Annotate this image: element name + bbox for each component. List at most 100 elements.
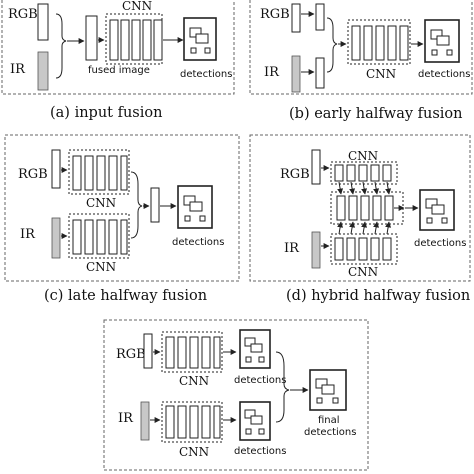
panel-b-caption: (b) early halfway fusion	[289, 106, 463, 122]
panel-c-detections-label: detections	[172, 237, 224, 248]
panel-e-cnn-layer	[165, 405, 175, 439]
panel-e-ir-label: IR	[118, 411, 134, 426]
panel-e-cnn-box-top	[161, 331, 223, 373]
panel-b-cnn-layer	[399, 25, 409, 61]
panel-d-rgb-input	[311, 149, 321, 185]
panel-b-detections-icon	[424, 19, 460, 63]
panel-b-rgb-input	[291, 3, 301, 33]
panel-b-rgb-layer	[315, 3, 325, 31]
panel-e-rgb-input	[143, 333, 153, 369]
panel-e-final-label-1: final	[318, 415, 340, 426]
panel-e-cnn-layer	[189, 405, 199, 439]
panel-e-cnn-label-bottom: CNN	[179, 445, 209, 459]
panel-d-fusion-layer	[348, 195, 358, 221]
panel-a-cnn-layer	[109, 19, 119, 61]
panel-e-detections-icon-top	[239, 329, 271, 369]
panel-d-ir-input	[311, 231, 321, 269]
panel-b-ir-input	[291, 55, 301, 93]
panel-a-ir-input	[37, 51, 49, 91]
panel-e-rgb-label: RGB	[116, 347, 146, 362]
panel-e-cnn-label-top: CNN	[179, 374, 209, 388]
panel-c-cnn-layer	[72, 155, 82, 191]
panel-b-ir-layer	[315, 57, 325, 89]
panel-e-cnn-layer	[201, 336, 211, 369]
panel-d-cnn-layer	[334, 164, 344, 182]
panel-e-cnn-layer	[213, 405, 221, 439]
panel-b-cnn-layer	[351, 25, 361, 61]
panel-d-frame	[249, 134, 471, 282]
panel-d-cnn-label-top: CNN	[348, 149, 378, 163]
panel-d-cnn-layer	[382, 237, 392, 261]
panel-d-cnn-layer	[370, 164, 380, 182]
panel-c-cnn-label-top: CNN	[86, 196, 116, 210]
panel-early-halfway-fusion: RGB IR CNN detections (b) early halfway …	[249, 0, 473, 122]
panel-e-brace	[275, 351, 290, 423]
panel-d-cnn-layer	[358, 164, 368, 182]
panel-d-cnn-box-bottom	[330, 233, 398, 265]
panel-a-caption: (a) input fusion	[50, 105, 162, 121]
panel-c-cnn-layer	[108, 219, 118, 255]
panel-c-detections-icon	[177, 185, 213, 229]
panel-e-frame	[103, 319, 369, 471]
panel-b-cnn-layer	[375, 25, 385, 61]
panel-e-final-detections-icon	[309, 369, 347, 411]
panel-b-frame	[249, 0, 473, 95]
panel-c-cnn-layer	[108, 155, 118, 191]
panel-d-cnn-layer	[370, 237, 380, 261]
panel-c-cnn-layer	[96, 219, 106, 255]
panel-e-detections-label-top: detections	[234, 375, 286, 386]
panel-c-cnn-box-top	[68, 149, 130, 195]
panel-d-ir-label: IR	[284, 241, 300, 256]
panel-c-cnn-layer	[84, 155, 94, 191]
panel-b-cnn-layer	[363, 25, 373, 61]
panel-c-cnn-layer	[120, 219, 128, 255]
panel-c-rgb-input	[51, 149, 61, 189]
panel-d-fusion-layer	[336, 195, 346, 221]
panel-a-cnn-layer	[131, 19, 141, 61]
panel-c-cnn-layer	[84, 219, 94, 255]
panel-a-cnn-layer	[120, 19, 130, 61]
panel-a-ir-label: IR	[10, 62, 26, 77]
panel-a-rgb-input	[37, 3, 49, 41]
panel-c-ir-input	[51, 217, 61, 259]
panel-d-rgb-label: RGB	[280, 167, 310, 182]
panel-c-ir-label: IR	[20, 227, 36, 242]
panel-b-rgb-label: RGB	[260, 7, 290, 22]
panel-c-cnn-box-bottom	[68, 213, 130, 259]
panel-input-fusion: RGB IR fused image CNN detections (a) in…	[1, 0, 235, 121]
panel-e-cnn-layer	[165, 336, 175, 369]
panel-a-brace	[55, 13, 67, 79]
panel-d-fusion-layer	[384, 195, 394, 221]
panel-a-detections-label: detections	[180, 69, 232, 80]
panel-c-caption: (c) late halfway fusion	[44, 288, 207, 304]
panel-d-cnn-label-bottom: CNN	[348, 265, 378, 279]
panel-d-cnn-layer	[358, 237, 368, 261]
panel-d-cnn-layer	[334, 237, 344, 261]
panel-c-cnn-layer	[72, 219, 82, 255]
panel-hybrid-halfway-fusion: RGB CNN IR	[249, 134, 471, 304]
panel-c-cnn-label-bottom: CNN	[86, 260, 116, 274]
panel-d-detections-label: detections	[414, 238, 466, 249]
panel-b-cnn-label: CNN	[366, 67, 396, 81]
panel-d-fusion-layer	[360, 195, 370, 221]
panel-b-cnn-layer	[387, 25, 397, 61]
panel-e-final-label-2: detections	[304, 427, 356, 438]
panel-c-rgb-label: RGB	[18, 167, 48, 182]
panel-b-ir-label: IR	[264, 65, 280, 80]
panel-e-cnn-layer	[213, 336, 221, 369]
panel-a-fused-block	[85, 15, 98, 61]
panel-c-frame	[4, 134, 240, 282]
panel-late-fusion: RGB CNN detections IR CNN	[103, 319, 369, 471]
panel-a-cnn-layer	[153, 19, 163, 61]
panel-c-brace	[130, 171, 143, 239]
panel-e-cnn-layer	[189, 336, 199, 369]
panel-b-cnn-box	[347, 19, 411, 65]
panel-d-cnn-layer	[346, 164, 356, 182]
panel-late-halfway-fusion: RGB CNN IR CNN detections (c) lat	[4, 134, 240, 304]
panel-c-fusion-layer	[150, 187, 160, 223]
panel-e-cnn-layer	[177, 336, 187, 369]
panel-e-detections-icon-bottom	[239, 401, 271, 441]
panel-c-cnn-layer	[96, 155, 106, 191]
panel-a-frame	[1, 0, 235, 95]
panel-a-rgb-label: RGB	[8, 7, 38, 22]
